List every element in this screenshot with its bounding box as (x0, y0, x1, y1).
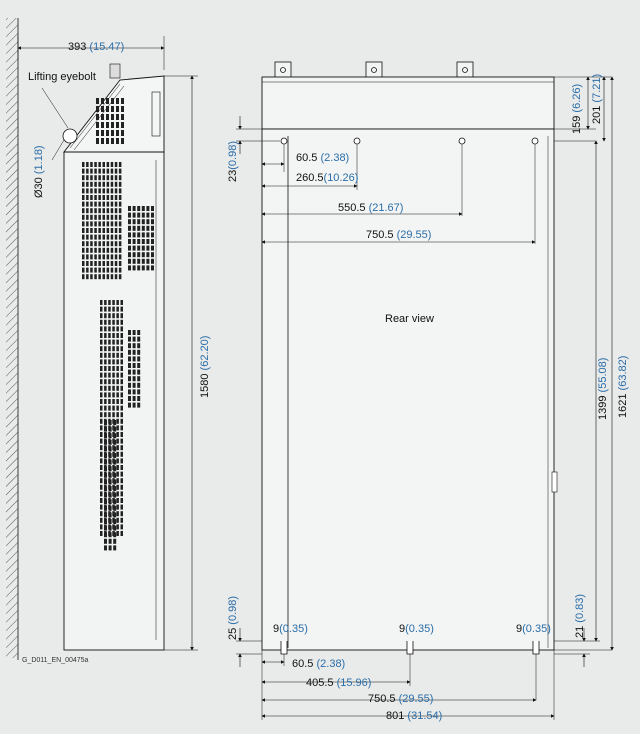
right-dim-label: 1621 (63.82) (617, 356, 629, 418)
mounting-hole-icon (353, 137, 361, 145)
slot-width-label: 9(0.35) (273, 623, 308, 635)
side-view: 393 (15.47) Lifting eyebolt Ø30 (1.18) 1… (6, 18, 211, 664)
side-louvres (82, 98, 154, 551)
height-dim-label: 1580 (62.20) (199, 336, 211, 398)
right-dim-label: 159 (6.26) (571, 84, 583, 134)
rear-view: 60.5 (2.38) 260.5(10.26) 550.5 (21.67) 7… (227, 61, 629, 722)
right-dim-label: 201 (7.21) (591, 74, 603, 124)
rear-hood (261, 76, 555, 130)
top-dim-label: 60.5 (2.38) (296, 152, 349, 164)
mounting-hole-icon (458, 137, 466, 145)
depth-dim-label: 393 (15.47) (68, 41, 124, 53)
figure-id: G_D011_EN_00475a (22, 657, 89, 664)
bottom-dim-label: 750.5 (29.55) (368, 693, 433, 705)
eyebolt-diameter-label: Ø30 (1.18) (33, 145, 45, 198)
rear-view-label: Rear view (385, 313, 434, 325)
bottom-dim-label: 801 (31.54) (386, 710, 442, 722)
top-dim-label: 750.5 (29.55) (366, 229, 431, 241)
mounting-hole-icon (280, 137, 288, 145)
top-dim-label: 550.5 (21.67) (338, 202, 403, 214)
slot-width-label: 9(0.35) (399, 623, 434, 635)
mounting-hole-icon (531, 137, 539, 145)
top-lugs (274, 61, 474, 79)
bottom-dim-label: 60.5 (2.38) (292, 658, 345, 670)
right-dim-label: 1399 (55.08) (597, 358, 609, 420)
rear-cabinet-body (261, 128, 555, 651)
lifting-eyebolt-label: Lifting eyebolt (28, 71, 96, 83)
bottom-left-offset-label: 25 (0.98) (227, 596, 239, 640)
top-offset-label: 23(0.98) (227, 141, 239, 182)
bottom-right-offset-label: 21 (0.83) (574, 594, 586, 638)
top-mounting-holes (280, 137, 539, 145)
wall-hatch (6, 18, 18, 658)
slot-width-label: 9(0.35) (516, 623, 551, 635)
lifting-eyebolt-icon (62, 128, 78, 144)
bottom-dim-label: 405.5 (15.96) (306, 677, 371, 689)
top-dim-label: 260.5(10.26) (296, 172, 358, 184)
